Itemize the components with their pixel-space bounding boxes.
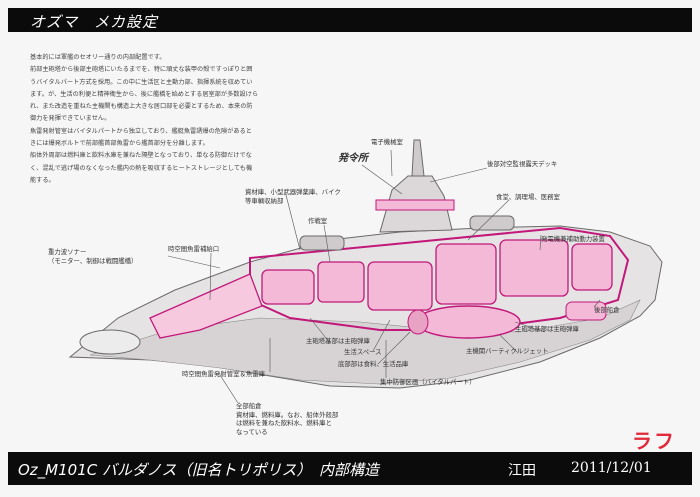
title-bar: オズマ メカ設定 <box>8 8 692 32</box>
intro-line: く、混乱で逃げ場のなくなった艦内の熱を吸収するヒートストレージとしても機 <box>30 164 253 172</box>
label-command: 発令所 <box>338 153 368 164</box>
intro-line: 前部主砲塔から後部主砲塔にいたるまでを、特に頑丈な装甲の殻ですっぽりと囲 <box>30 66 253 74</box>
label-torpedo-supply: 時空間魚雷補給口 <box>168 245 220 253</box>
label-fwd-magazine: 主砲塔基部は主砲弾庫 <box>306 337 370 345</box>
label-line: （モニター、制御は戦闘艦橋） <box>48 256 138 265</box>
ship-lower-hull <box>89 299 641 385</box>
torpedo-room <box>149 273 263 339</box>
compartment-strategy <box>317 261 365 303</box>
label-line: は燃料を兼ねた飲料水、燃料庫と <box>236 419 332 427</box>
label-galley: 食堂、調理場、医務室 <box>496 193 560 201</box>
label-main-engine: 主機関バーティクルジェット <box>466 347 549 355</box>
label-torpedo-room: 時空間魚雷発射管室＆魚雷庫 <box>182 370 266 378</box>
compartment-cargo <box>261 269 315 305</box>
label-aft-deck: 後部対空監視露天デッキ <box>487 160 558 168</box>
forward-turret <box>469 215 515 231</box>
intro-line: れ、また改造を重ねた主機関も構造上大きな居口部を必要とするため、本来の防 <box>30 103 253 111</box>
footer-date: 2011/12/01 <box>571 460 652 476</box>
label-aft-hold: 後部船倉 <box>594 306 620 314</box>
vital-part <box>249 226 630 331</box>
engine-nozzle <box>407 309 429 335</box>
label-line: 全部船倉 <box>236 402 262 410</box>
label-sonar: 重力波ソナー （モニター、制御は戦闘艦橋） <box>48 248 137 265</box>
label-forward-hold: 全部船倉 資材庫、燃料庫。なお、船体外殻部 は燃料を兼ねた飲料水、燃料庫と なっ… <box>236 402 338 436</box>
label-electronics: 電子機械室 <box>371 138 403 146</box>
rough-stamp: ラフ <box>632 429 676 453</box>
label-cargo: 資材庫、小型武器弾薬庫、バイク 等車輌収納部 <box>245 188 341 205</box>
aft-turret <box>565 301 607 321</box>
footer-title: Oz_M101C バルダノス（旧名トリポリス） 内部構造 <box>18 461 380 479</box>
compartment-aft <box>571 243 613 291</box>
label-line: 重力波ソナー <box>48 248 87 256</box>
label-aft-magazine: 主砲塔基部は主砲弾庫 <box>515 325 579 333</box>
bridge-mast <box>411 139 425 177</box>
intro-line: 能する。 <box>30 176 55 184</box>
label-line: 資材庫、小型武器弾薬庫、バイク <box>245 188 341 196</box>
main-engine <box>415 305 521 339</box>
label-bottom-storage: 底部部は食料、生活品庫 <box>338 360 409 368</box>
label-line: なっている <box>236 427 268 436</box>
intro-line: 魚雷発射管室はバイタルパートから独立しており、艦艇魚雷誘爆の危険があると <box>30 127 252 135</box>
label-line: 資材庫、燃料庫。なお、船体外殻部 <box>236 410 339 419</box>
label-strategy: 作戦室 <box>308 217 328 225</box>
intro-line: きには爆発ボルトで前部艦首部魚雷から艦首部分を分離します。 <box>30 140 209 148</box>
footer-author: 江田 <box>508 463 536 479</box>
bridge-deck <box>375 199 455 211</box>
intro-line: うバイタルパート方式を採用。この中に生活区と主動力部、指揮系統を収めてい <box>30 78 253 86</box>
compartment-generator <box>499 239 569 297</box>
intro-line: 基本的には軍艦のセオリー通りの内部配置です。 <box>30 54 166 61</box>
intro-line: ます。が、生活の利便と精神衛生から、後に艦橋を始めとする居室部が多数設けら <box>30 90 259 98</box>
intro-line: 船体外周部は燃料庫と飲料水庫を兼ねた隔壁となっており、単なる防御だけでな <box>30 152 252 160</box>
label-generator: 発電機兼補助動力装置 <box>541 235 605 243</box>
sonar-dome <box>79 329 141 355</box>
intro-line: 御力を発揮できていません。 <box>30 115 111 123</box>
compartment-galley <box>435 243 497 305</box>
intro-text: 基本的には軍艦のセオリー通りの内部配置です。 前部主砲塔から後部主砲塔にいたるま… <box>30 52 300 187</box>
forward-turret <box>299 235 345 251</box>
label-line: 等車輌収納部 <box>245 196 284 205</box>
page-title: オズマ メカ設定 <box>30 13 159 31</box>
footer-bar: Oz_M101C バルダノス（旧名トリポリス） 内部構造 江田 2011/12/… <box>8 452 692 485</box>
compartment-living <box>367 261 433 311</box>
label-living: 生活スペース <box>344 348 382 356</box>
label-vital-part: 集中防御区画（バイタルパート） <box>380 378 476 386</box>
